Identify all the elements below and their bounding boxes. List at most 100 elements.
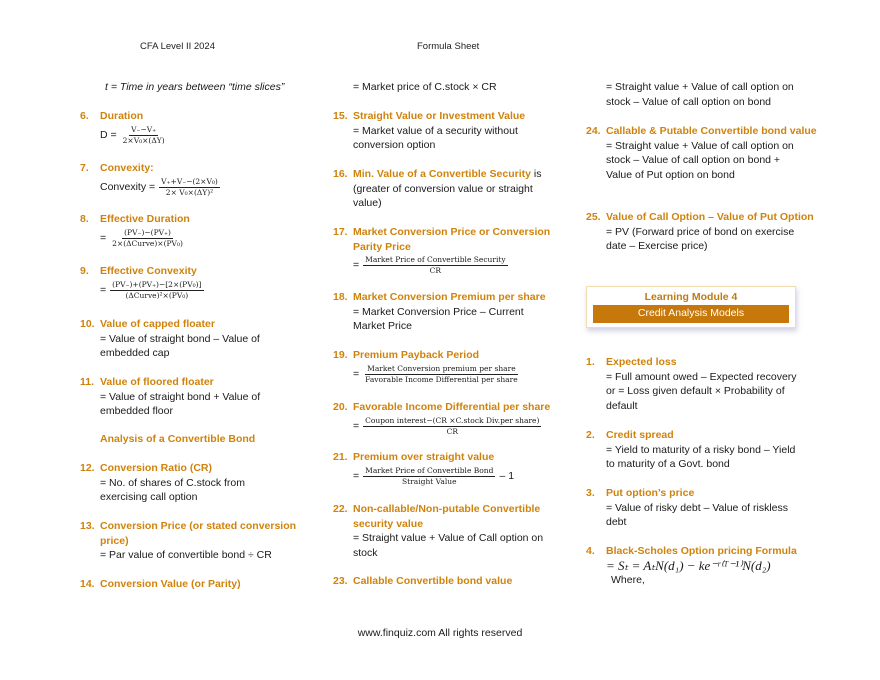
item-title-text: Analysis of a Convertible Bond xyxy=(100,433,256,445)
formula-item: = Market price of C.stock × CR xyxy=(353,80,578,95)
item-title-text: Black-Scholes Option pricing Formula xyxy=(606,545,797,557)
body-line: Value of Put option on bond xyxy=(606,168,735,181)
item-title: Duration xyxy=(100,109,325,124)
item-title-text: Value of capped floater xyxy=(100,318,215,330)
item-title-suffix: is xyxy=(530,168,542,180)
item-title-text: Expected loss xyxy=(606,356,677,368)
item-number: 8. xyxy=(80,213,89,225)
item-number: 24. xyxy=(586,125,601,137)
body-line: = Market Conversion Price – Current xyxy=(353,305,524,318)
formula-item: 11.Value of floored floater= Value of st… xyxy=(80,375,325,419)
header-left: CFA Level II 2024 xyxy=(140,41,215,52)
body-line: date – Exercise price) xyxy=(606,240,708,252)
body-line: default xyxy=(606,399,638,412)
header-title: Formula Sheet xyxy=(417,41,480,52)
body-line: = No. of shares of C.stock from xyxy=(100,476,246,489)
denominator: 2×(ΔCurve)×(PV₀) xyxy=(112,238,183,248)
module-subtitle: Credit Analysis Models xyxy=(593,305,789,323)
formula-item: 13.Conversion Price (or stated conversio… xyxy=(80,519,325,563)
item-title-text: Effective Convexity xyxy=(100,265,197,277)
fraction: V₋−V₊2×V₀×(ΔY) xyxy=(121,125,167,146)
item-number: 19. xyxy=(333,349,348,361)
formula-item: 20.Favorable Income Differential per sha… xyxy=(333,400,578,437)
item-number: 22. xyxy=(333,503,348,515)
body-line: Where, xyxy=(611,574,645,586)
item-title-text: Conversion Price (or stated conversion p… xyxy=(100,520,297,547)
item-title-text: Effective Duration xyxy=(100,213,190,225)
formula-item: 21.Premium over straight value=Market Pr… xyxy=(333,450,578,487)
module-title: Learning Module 4 xyxy=(644,291,738,303)
numerator: Coupon interest−(CR ×C.stock Div.per sha… xyxy=(363,415,542,427)
formula-item: 15.Straight Value or Investment Value= M… xyxy=(333,109,578,153)
formula-item: 19.Premium Payback Period=Market Convers… xyxy=(333,348,578,385)
item-number: 14. xyxy=(80,578,95,590)
body-line: = Value of straight bond – Value of xyxy=(100,332,260,345)
body-line: = Market value of a security without xyxy=(353,124,518,137)
formula-item: 18.Market Conversion Premium per share= … xyxy=(333,290,578,334)
fraction: (PV₋)+(PV₊)−[2×(PV₀)](ΔCurve)²×(PV₀) xyxy=(110,280,204,301)
item-title-text: Convexity: xyxy=(100,162,154,174)
item-number: 7. xyxy=(80,162,89,174)
item-title: Straight Value or Investment Value xyxy=(353,109,578,124)
denominator: Favorable Income Differential per share xyxy=(365,374,518,384)
formula: =Coupon interest−(CR ×C.stock Div.per sh… xyxy=(353,416,578,437)
item-title-text: Min. Value of a Convertible Security xyxy=(353,168,531,180)
body-line: embedded cap xyxy=(100,347,170,359)
item-title: Non-callable/Non-putable Convertible sec… xyxy=(353,502,578,531)
formula-item: = Straight value + Value of call option … xyxy=(606,80,831,109)
formula-item: 3.Put option’s price= Value of risky deb… xyxy=(586,486,831,530)
body-line: stock – Value of call option on bond + xyxy=(606,154,781,166)
fraction: (PV₋)−(PV₊)2×(ΔCurve)×(PV₀) xyxy=(110,228,185,249)
item-title: Analysis of a Convertible Bond xyxy=(100,432,325,447)
denominator: CR xyxy=(429,266,442,275)
item-number: 3. xyxy=(586,487,595,499)
learning-module-box: Learning Module 4 Credit Analysis Models xyxy=(586,286,796,328)
black-scholes-formula: = Sₜ = AₜN(d₁) − ke⁻ʳ⁽ᵀ⁻¹⁾N(d₂) xyxy=(606,557,771,573)
item-number: 16. xyxy=(333,168,348,180)
formula-prefix: D = xyxy=(100,128,117,141)
numerator: Market Price of Convertible Security xyxy=(363,255,508,266)
item-title-text: Non-callable/Non-putable Convertible sec… xyxy=(353,503,541,530)
body-line: conversion option xyxy=(353,139,436,151)
formula: =(PV₋)−(PV₊)2×(ΔCurve)×(PV₀) xyxy=(100,228,325,249)
item-title-text: Value of Call Option – Value of Put Opti… xyxy=(606,211,814,223)
item-title: Callable & Putable Convertible bond valu… xyxy=(606,124,831,139)
item-title: Market Conversion Premium per share xyxy=(353,290,578,305)
item-number: 10. xyxy=(80,318,95,330)
item-title: Convexity: xyxy=(100,161,325,176)
formula-item: 10. Value of capped floater = Value of str… xyxy=(80,317,325,361)
body-line: = Value of straight bond + Value of xyxy=(100,390,261,403)
body-line: to maturity of a Govt. bond xyxy=(606,458,730,470)
item-title-text: Callable Convertible bond value xyxy=(353,575,513,587)
body-line: value) xyxy=(353,197,382,209)
formula: D = V₋−V₊2×V₀×(ΔY) xyxy=(100,125,325,146)
item-number: 25. xyxy=(586,211,601,223)
item-number: 6. xyxy=(80,110,89,122)
numerator: (PV₋)−(PV₊) xyxy=(122,227,173,239)
item-number: 23. xyxy=(333,575,348,587)
item-title: Callable Convertible bond value xyxy=(353,574,578,589)
body-line: (greater of conversion value or straight xyxy=(353,182,533,195)
formula-item: 24. Callable & Putable Convertible bond v… xyxy=(586,124,831,182)
numerator: V₊+V₋−(2×V₀) xyxy=(159,176,220,188)
formula-item: 8. Effective Duration =(PV₋)−(PV₊)2×(ΔCurv… xyxy=(80,212,325,249)
formula-item: 22. Non-callable/Non-putable Convertible … xyxy=(333,502,578,560)
denominator: CR xyxy=(446,426,458,436)
item-title: Black-Scholes Option pricing Formula xyxy=(606,544,831,559)
formula-suffix: – 1 xyxy=(499,469,515,482)
body-line: = Par value of convertible bond ÷ CR xyxy=(100,549,272,561)
formula-item: 7.Convexity:Convexity =V₊+V₋−(2×V₀)2× V₀… xyxy=(80,161,325,198)
body-line: or = Loss given default × Probability of xyxy=(606,385,785,397)
item-title: Value of Call Option – Value of Put Opti… xyxy=(606,210,831,225)
item-title-text: Straight Value or Investment Value xyxy=(353,110,526,122)
item-title: Min. Value of a Convertible Security is xyxy=(353,167,578,182)
item-title: Expected loss xyxy=(606,355,831,370)
body-line: = Value of risky debt – Value of riskles… xyxy=(606,501,788,514)
item-title-text: Duration xyxy=(100,110,144,122)
formula-item: t = Time in years between “time slices” xyxy=(105,80,330,95)
item-title: Conversion Ratio (CR) xyxy=(100,461,325,476)
item-number: 2. xyxy=(586,429,595,441)
denominator: Straight Value xyxy=(402,476,457,486)
